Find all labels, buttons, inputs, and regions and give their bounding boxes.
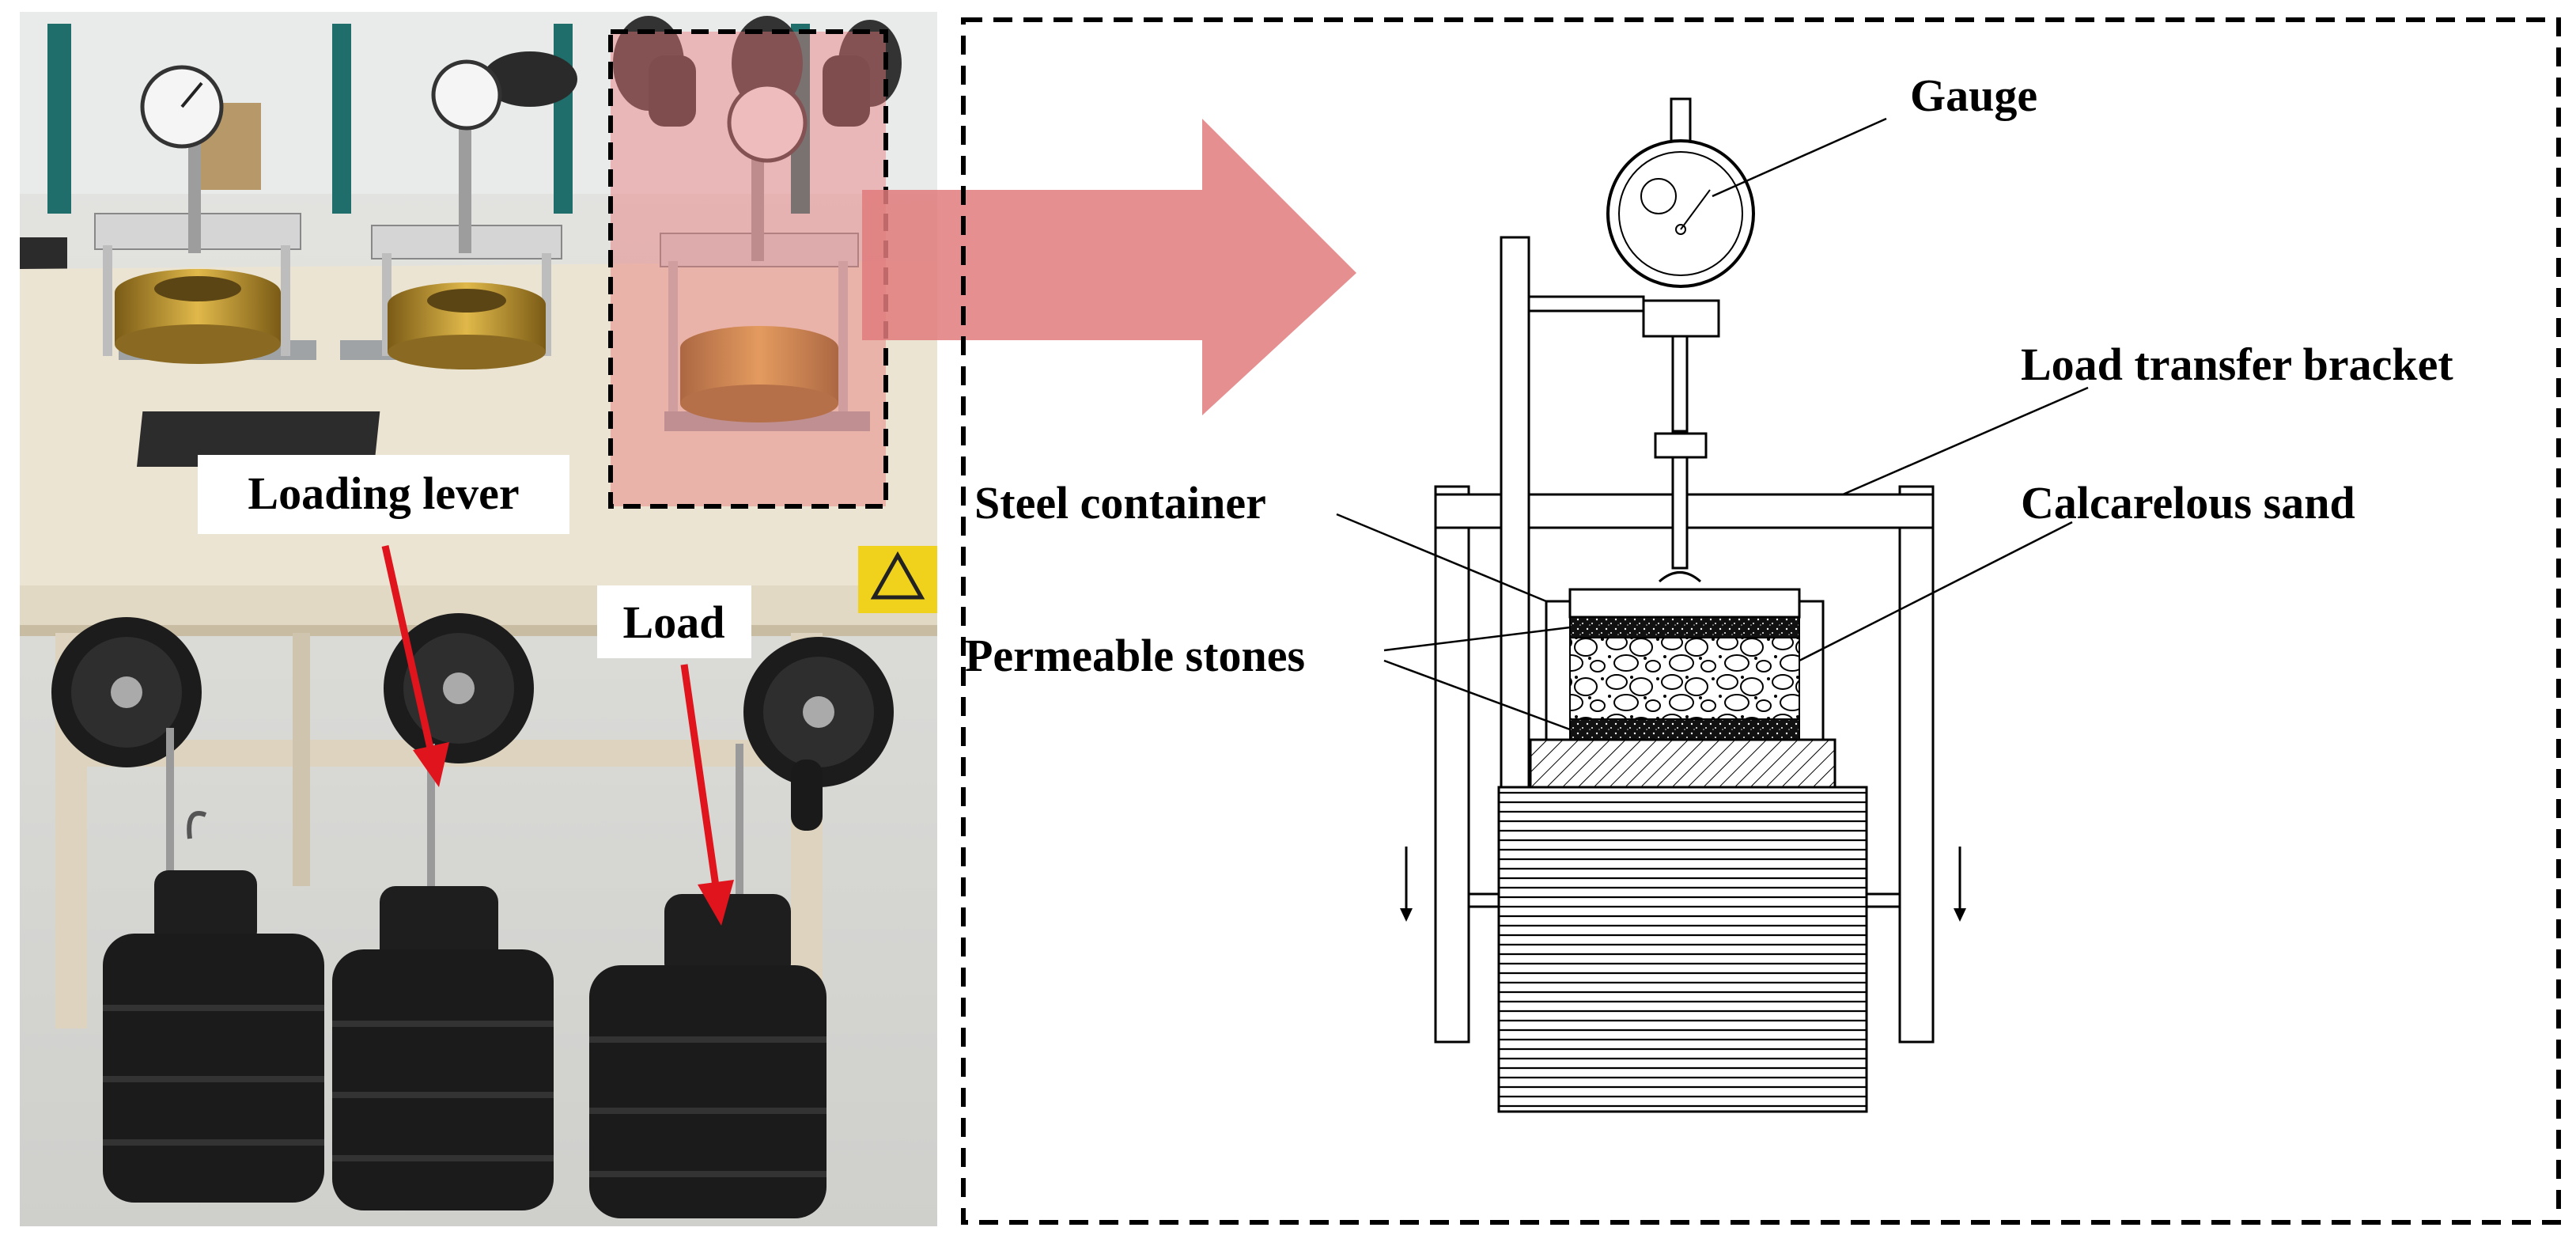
permeable-stone-bottom	[1569, 718, 1800, 741]
calcareous-sand-label: Calcarelous sand	[2021, 477, 2355, 528]
load-label-box	[597, 585, 751, 658]
photo-panel: Loading lever Load	[20, 12, 937, 1226]
schematic-panel: Gauge Load transfer bracket Steel contai…	[961, 17, 2561, 1225]
loading-lever-arrow	[381, 545, 435, 752]
down-arrow-icon	[1954, 847, 1966, 922]
permeable-stone-top	[1569, 616, 1800, 638]
schematic-border	[961, 17, 2561, 1225]
weight-stack-2	[332, 886, 554, 1210]
handwheel-2	[384, 613, 534, 763]
weight-stack-3	[589, 894, 827, 1218]
dial-gauge-icon	[431, 59, 502, 131]
calcareous-sand	[1569, 637, 1800, 720]
consolidometer-1	[94, 65, 316, 364]
consolidometer-3	[649, 55, 870, 431]
consolidometer-2	[340, 59, 562, 369]
big-right-arrow	[862, 119, 1356, 415]
base-plate	[1529, 738, 1836, 789]
steel-container-label: Steel container	[974, 477, 1266, 528]
weight-plates	[1497, 786, 1868, 1113]
loading-lever-label-box	[198, 455, 569, 534]
handwheel-1	[51, 617, 202, 767]
dial-gauge-icon	[727, 82, 808, 163]
handwheel-3	[743, 637, 894, 831]
highlight-region	[608, 29, 888, 509]
load-arrow	[680, 664, 720, 887]
gauge-label: Gauge	[1910, 70, 2037, 121]
permeable-stones-label: Permeable stones	[965, 630, 1305, 681]
weight-stack-1	[103, 870, 324, 1203]
load-transfer-bracket-label: Load transfer bracket	[2021, 339, 2453, 390]
loading-lever-label: Loading lever	[248, 468, 519, 519]
down-arrow-icon	[1400, 847, 1413, 922]
load-label: Load	[623, 597, 725, 648]
dial-gauge-icon	[1606, 139, 1755, 288]
